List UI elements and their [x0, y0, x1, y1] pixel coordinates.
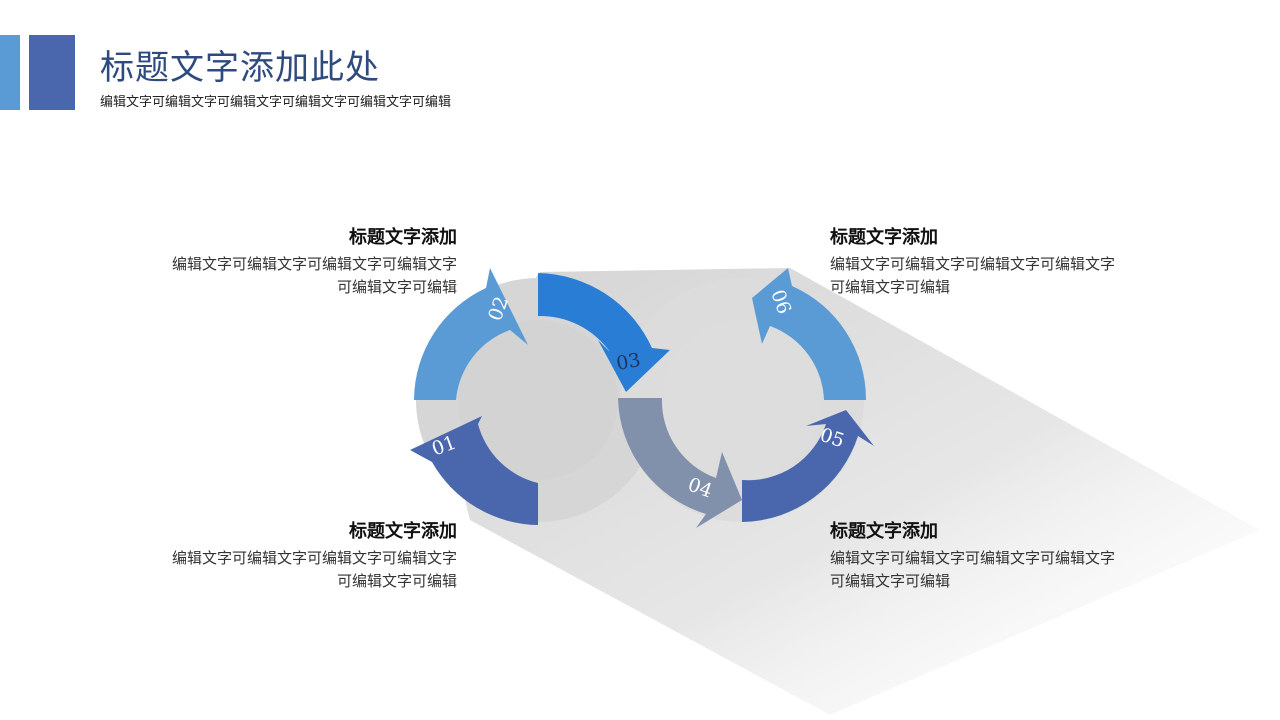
- block-body-line1: 编辑文字可编辑文字可编辑文字可编辑文字: [171, 255, 457, 273]
- block-title: 标题文字添加: [830, 521, 938, 542]
- arrow-04: [618, 398, 742, 528]
- page-title: 标题文字添加此处: [100, 48, 380, 88]
- block-body-line1: 编辑文字可编辑文字可编辑文字可编辑文字: [830, 255, 1116, 273]
- block-title: 标题文字添加: [830, 227, 938, 248]
- text-block-bottom-left: 标题文字添加 编辑文字可编辑文字可编辑文字可编辑文字 可编辑文字可编辑: [137, 517, 457, 593]
- text-block-top-right: 标题文字添加 编辑文字可编辑文字可编辑文字可编辑文字 可编辑文字可编辑: [830, 223, 1150, 299]
- block-body-line2: 可编辑文字可编辑: [336, 572, 457, 590]
- block-body-line2: 可编辑文字可编辑: [336, 278, 457, 296]
- accent-bar-dark: [29, 35, 75, 110]
- arrow-03: [538, 273, 670, 392]
- arrow-05: [742, 410, 874, 522]
- page-subtitle: 编辑文字可编辑文字可编辑文字可编辑文字可编辑文字可编辑: [100, 95, 452, 110]
- step-03-number: 03: [615, 349, 643, 375]
- accent-bar-light: [0, 35, 20, 110]
- block-title: 标题文字添加: [349, 521, 457, 542]
- block-body-line1: 编辑文字可编辑文字可编辑文字可编辑文字: [171, 549, 457, 567]
- block-title: 标题文字添加: [349, 227, 457, 248]
- text-block-top-left: 标题文字添加 编辑文字可编辑文字可编辑文字可编辑文字 可编辑文字可编辑: [137, 223, 457, 299]
- arrow-02: [414, 268, 528, 400]
- arrow-06: [752, 268, 867, 400]
- block-body-line2: 可编辑文字可编辑: [830, 572, 951, 590]
- text-block-bottom-right: 标题文字添加 编辑文字可编辑文字可编辑文字可编辑文字 可编辑文字可编辑: [830, 517, 1150, 593]
- arrow-01: [410, 416, 538, 525]
- block-body-line1: 编辑文字可编辑文字可编辑文字可编辑文字: [830, 549, 1116, 567]
- block-body-line2: 可编辑文字可编辑: [830, 278, 951, 296]
